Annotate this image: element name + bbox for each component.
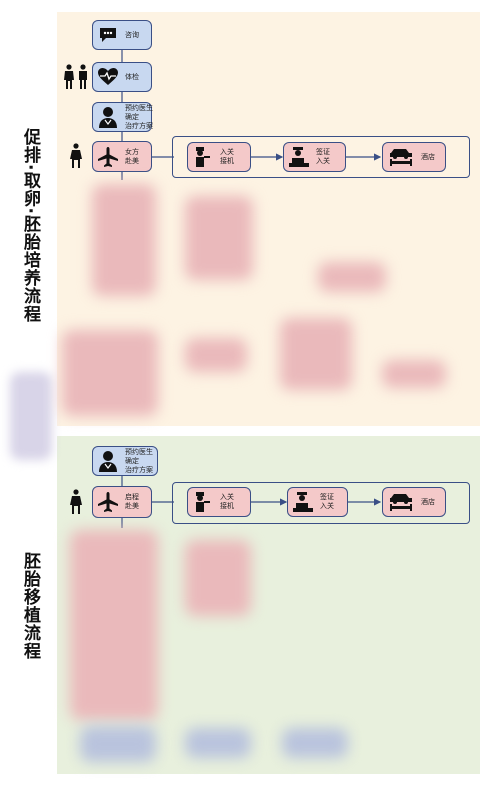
customs-officer-icon xyxy=(292,491,314,513)
blurred-region xyxy=(80,726,156,762)
hotel-label-2: 酒店 xyxy=(421,497,435,506)
blurred-region xyxy=(185,540,251,616)
chat-bubble-icon xyxy=(97,24,119,46)
blurred-region xyxy=(185,728,251,758)
blurred-artifact xyxy=(10,372,52,460)
blurred-region xyxy=(185,196,253,280)
embryo-transfer-section-label: 胚胎移植流程 xyxy=(20,552,40,660)
arrival-pickup-node-2: 入关 接机 xyxy=(187,487,251,517)
female-icon xyxy=(70,143,82,169)
couple-icon xyxy=(62,64,90,90)
visa-entry-node: 签证 入关 xyxy=(283,142,346,172)
heart-pulse-icon xyxy=(97,66,119,88)
visa-entry-label-2: 签证 入关 xyxy=(320,493,334,510)
blurred-region xyxy=(382,360,446,388)
blurred-region xyxy=(282,728,348,758)
checkup-label: 体检 xyxy=(125,72,139,81)
egg-retrieval-section-label: 促排·取卵·胚胎培养流程 xyxy=(20,128,40,323)
car-bed-icon xyxy=(387,491,415,513)
checkup-node: 体检 xyxy=(92,62,152,92)
arrival-group-box-2 xyxy=(172,482,470,524)
visa-entry-node-2: 签证 入关 xyxy=(287,487,348,517)
airplane-icon xyxy=(97,491,119,513)
doctor-appointment-node-2: 预约医生 确定 治疗方案 xyxy=(92,446,158,476)
doctor-icon xyxy=(97,106,119,128)
customs-officer-icon xyxy=(288,146,310,168)
airplane-icon xyxy=(97,146,119,168)
doctor-appointment-node: 预约医生 确定 治疗方案 xyxy=(92,102,153,132)
visa-entry-label: 签证 入关 xyxy=(316,148,330,165)
arrival-group-box xyxy=(172,136,470,178)
depart-travel-label: 启程 赴美 xyxy=(125,493,139,510)
doctor-icon xyxy=(97,450,119,472)
depart-travel-node: 启程 赴美 xyxy=(92,486,152,518)
blurred-region xyxy=(280,318,352,390)
hotel-node-2: 酒店 xyxy=(382,487,446,517)
officer-icon xyxy=(192,146,214,168)
hotel-node: 酒店 xyxy=(382,142,446,172)
blurred-region xyxy=(62,330,158,416)
doctor-appointment-label: 预约医生 确定 治疗方案 xyxy=(125,103,153,130)
consult-node: 咨询 xyxy=(92,20,152,50)
arrival-pickup-label: 入关 接机 xyxy=(220,148,234,165)
officer-icon xyxy=(192,491,214,513)
female-icon xyxy=(70,489,82,515)
arrival-pickup-label-2: 入关 接机 xyxy=(220,493,234,510)
female-travel-node: 女方 赴美 xyxy=(92,141,152,172)
blurred-region xyxy=(92,184,156,296)
blurred-region xyxy=(70,530,158,720)
consult-label: 咨询 xyxy=(125,30,139,39)
female-travel-label: 女方 赴美 xyxy=(125,147,139,165)
blurred-region xyxy=(318,262,386,292)
hotel-label: 酒店 xyxy=(421,152,435,161)
blurred-region xyxy=(185,338,247,372)
arrival-pickup-node: 入关 接机 xyxy=(187,142,251,172)
doctor-appointment-label-2: 预约医生 确定 治疗方案 xyxy=(125,447,153,474)
car-bed-icon xyxy=(387,146,415,168)
